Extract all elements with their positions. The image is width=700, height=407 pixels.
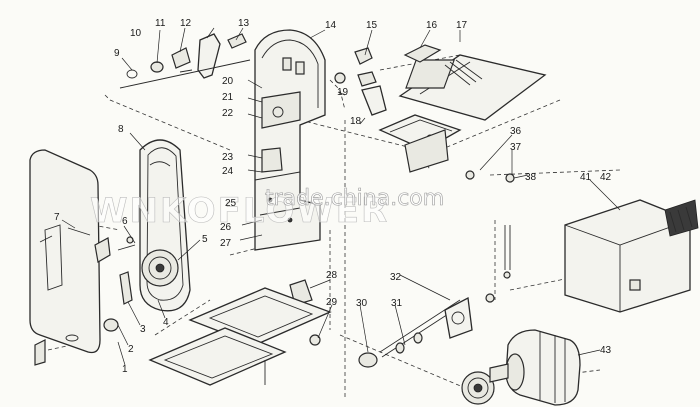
part-label-37: 37	[510, 142, 522, 153]
part-label-15: 15	[366, 20, 378, 31]
part-label-11: 11	[155, 18, 166, 29]
part-label-7: 7	[54, 212, 60, 223]
part-label-2: 2	[128, 344, 134, 355]
main-frame	[254, 29, 326, 251]
leader-lines	[61, 27, 621, 366]
part-labels: 1 2 3 4 5 6 7 8 9 10 11 12 13 14 15 16 1…	[54, 18, 612, 375]
part-label-19: 19	[337, 87, 349, 98]
part-label-25: 25	[225, 198, 237, 209]
watermark: WNKOFLOWER trade.china.com	[90, 186, 445, 232]
part-label-16: 16	[426, 20, 438, 31]
part-label-6: 6	[122, 216, 128, 227]
part-label-14: 14	[325, 20, 337, 31]
blade-guide-parts	[67, 227, 136, 305]
part-label-32: 32	[390, 272, 402, 283]
part-label-9: 9	[114, 48, 120, 59]
part-label-26: 26	[220, 222, 232, 233]
part-label-38: 38	[525, 172, 537, 183]
part-label-18: 18	[350, 116, 362, 127]
part-label-28: 28	[326, 270, 338, 281]
motor-unit	[489, 329, 581, 406]
drive-shaft-assembly	[358, 296, 495, 405]
part-label-1: 1	[122, 364, 128, 375]
part-label-12: 12	[180, 18, 192, 29]
part-label-20: 20	[222, 76, 234, 87]
part-label-36: 36	[510, 126, 522, 137]
part-label-4: 4	[163, 317, 169, 328]
part-label-30: 30	[356, 298, 368, 309]
part-label-27: 27	[220, 238, 232, 249]
upper-right-parts	[334, 44, 547, 121]
part-label-42: 42	[600, 172, 612, 183]
part-label-22: 22	[222, 108, 234, 119]
motor-cover	[564, 199, 699, 313]
part-label-3: 3	[140, 324, 146, 335]
adjust-link-parts	[465, 170, 515, 303]
part-label-31: 31	[391, 298, 403, 309]
part-label-21: 21	[222, 92, 234, 103]
part-label-13: 13	[238, 18, 250, 29]
part-label-24: 24	[222, 166, 234, 177]
watermark-brand: WNKOFLOWER	[90, 191, 389, 231]
part-label-8: 8	[118, 124, 124, 135]
part-label-17: 17	[456, 20, 468, 31]
tension-adjust-parts	[119, 33, 251, 89]
part-label-43: 43	[600, 345, 612, 356]
watermark-site: trade.china.com	[265, 186, 444, 211]
bandsaw-wheel-assembly	[139, 139, 191, 312]
table-bracket	[378, 114, 462, 173]
part-label-5: 5	[202, 234, 208, 245]
part-label-29: 29	[326, 297, 338, 308]
part-label-41: 41	[580, 172, 592, 183]
part-label-23: 23	[222, 152, 234, 163]
left-cover-panel	[29, 149, 119, 366]
work-table	[148, 279, 332, 386]
part-label-10: 10	[130, 28, 142, 39]
